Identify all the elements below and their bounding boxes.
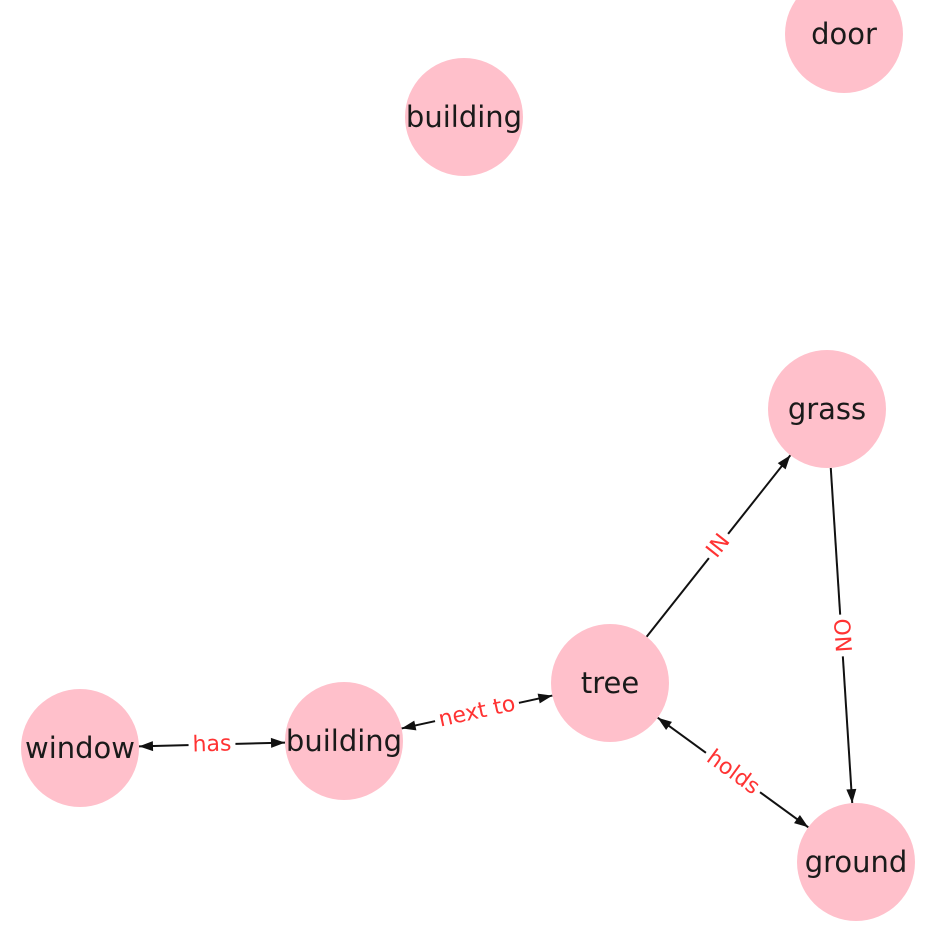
edge-label-group-tree_grass: IN [698,525,739,567]
arrow-window_building-target [138,741,154,752]
arrow-tree_grass-target [777,455,791,470]
arrow-window_building-source [270,737,286,748]
edge-label-bg-tree_grass [698,525,739,567]
node-building_bottom: building [285,682,403,800]
node-door: door [785,0,903,93]
arrow-building_tree-source [401,720,417,731]
edge-label-bg-window_building [188,730,236,759]
edge-label-group-grass_ground: ON [826,613,857,658]
edge-label-bg-tree_ground [697,741,769,804]
nodes-layer: door building grass tree building window groun… [21,0,915,921]
node-label-building_bottom: building [286,724,402,758]
node-circle-tree [551,624,669,742]
node-circle-window [21,689,139,807]
edge-label-grass_ground: ON [828,618,855,653]
node-label-tree: tree [581,666,639,700]
arrow-tree_ground-source [657,717,672,730]
node-circle-door [785,0,903,93]
node-building_top: building [405,58,523,176]
edge-label-group-window_building: has [188,730,236,759]
node-label-window: window [25,731,135,765]
node-window: window [21,689,139,807]
arrow-building_tree-target [537,693,553,704]
node-tree: tree [551,624,669,742]
edge-label-window_building: has [192,731,232,757]
edge-label-building_tree: next to [436,691,517,732]
edge-label-group-tree_ground: holds [697,741,769,804]
edge-label-tree_grass: IN [702,529,736,563]
arrow-tree_ground-target [794,815,809,828]
node-ground: ground [797,803,915,921]
edge-label-bg-grass_ground [826,613,857,658]
node-circle-building_top [405,58,523,176]
node-label-ground: ground [805,845,908,879]
node-circle-ground [797,803,915,921]
edge-label-group-building_tree: next to [432,689,522,735]
node-circle-building_bottom [285,682,403,800]
edge-labels-layer: has next to IN ON holds [188,525,857,804]
edge-label-bg-building_tree [432,689,522,735]
node-grass: grass [768,350,886,468]
node-label-building_top: building [406,100,522,134]
node-circle-grass [768,350,886,468]
node-label-grass: grass [788,392,866,426]
arrow-grass_ground-target [846,788,857,804]
node-label-door: door [811,17,877,51]
